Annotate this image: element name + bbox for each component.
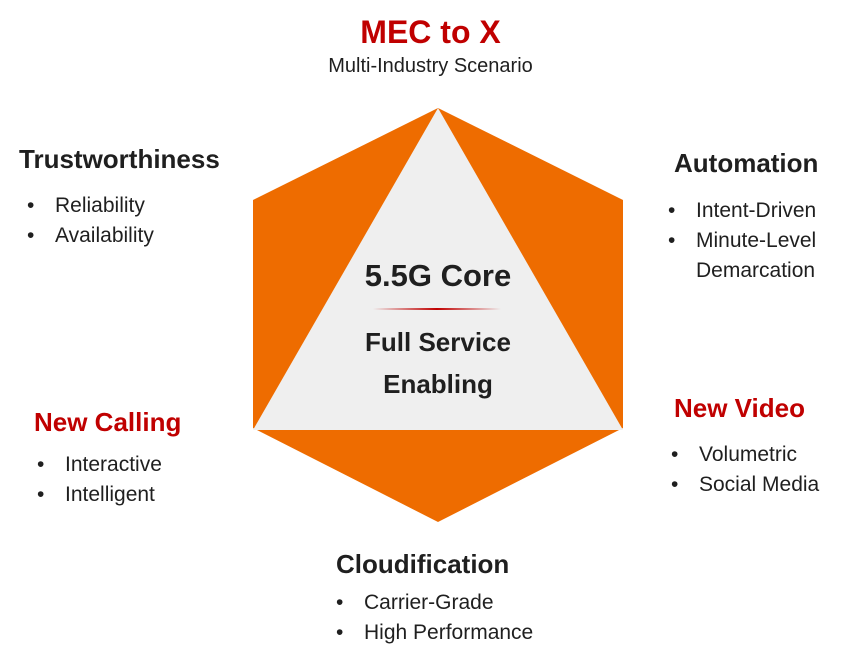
list-item: Intent-Driven [668,196,818,226]
list-item: Interactive [37,450,181,480]
list-item: Availability [27,221,220,251]
center-triangle [253,108,623,430]
new-calling-title: New Calling [34,407,182,437]
list-item: Volumetric [671,440,819,470]
trustworthiness-title: Trustworthiness [19,144,220,174]
top-title: MEC to X [360,14,501,50]
list-item: Demarcation [668,256,818,286]
list-item: Intelligent [37,480,181,510]
center-line-2: Enabling [383,369,493,399]
cloudification-block: Cloudification Carrier-Grade High Perfor… [336,549,533,648]
cloudification-list: Carrier-Grade High Performance [336,588,533,648]
automation-list: Intent-Driven Minute-Level Demarcation [668,196,818,286]
list-item: Social Media [671,470,819,500]
cloudification-title: Cloudification [336,549,510,579]
center-title: 5.5G Core [364,258,512,293]
list-item: Carrier-Grade [336,588,533,618]
new-calling-list: Interactive Intelligent [37,450,181,510]
center-divider [373,308,501,310]
automation-title: Automation [674,148,819,178]
trustworthiness-list: Reliability Availability [27,191,220,251]
list-item-continuation: Demarcation [696,259,816,282]
list-item: Minute-Level [668,226,818,256]
new-video-title: New Video [674,393,806,423]
new-video-list: Volumetric Social Media [671,440,819,500]
new-video-block: New Video Volumetric Social Media [671,393,819,500]
list-item: High Performance [336,618,533,648]
top-subtitle: Multi-Industry Scenario [328,55,533,77]
new-calling-block: New Calling Interactive Intelligent [34,407,181,510]
automation-block: Automation Intent-Driven Minute-Level De… [668,148,818,286]
trustworthiness-block: Trustworthiness Reliability Availability [19,144,220,251]
center-line-1: Full Service [365,327,511,357]
list-item: Reliability [27,191,220,221]
